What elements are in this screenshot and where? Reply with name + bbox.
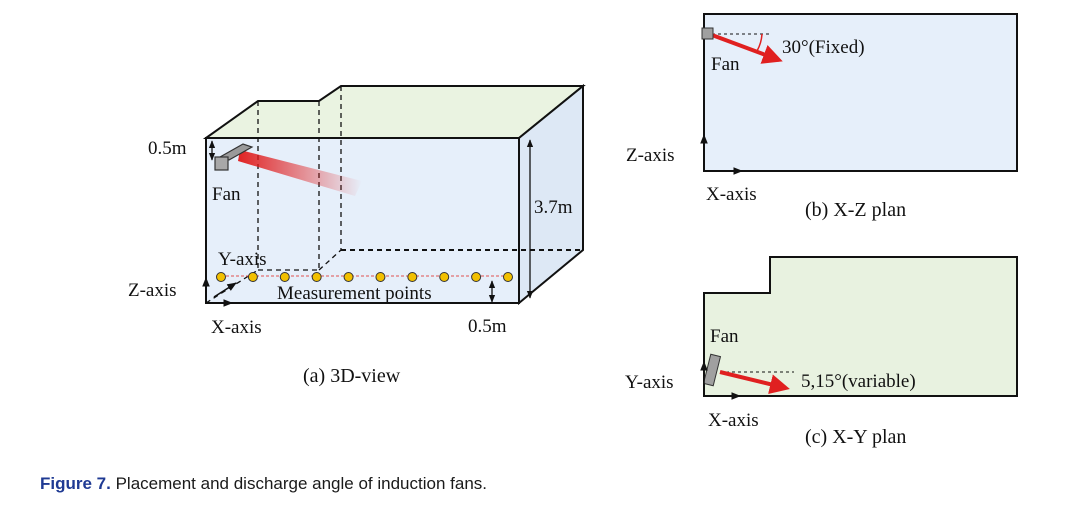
caption-3d-view: (a) 3D-view [303, 365, 401, 387]
xz-z-axis-label: Z-axis [626, 145, 675, 166]
measurement-point [407, 272, 418, 282]
fan-jet [238, 150, 362, 196]
figure-caption-label: Figure 7. [40, 474, 111, 493]
measurement-point [216, 272, 226, 282]
height-label: 3.7m [534, 197, 573, 218]
caption-xz-plan: (b) X-Z plan [805, 199, 906, 221]
measurement-point [343, 272, 354, 282]
measurement-points [216, 272, 513, 282]
y-axis-label-3d: Y-axis [218, 249, 267, 270]
fan-head [214, 156, 229, 171]
measurement-point [439, 272, 450, 282]
fan-label-3d: Fan [212, 184, 241, 205]
xz-room [703, 13, 1018, 172]
measurement-point [503, 272, 513, 282]
measurement-points-label: Measurement points [277, 283, 432, 304]
box-top-face [202, 85, 586, 139]
xy-discharge-arrow [719, 370, 790, 394]
figure-caption: Figure 7. Placement and discharge angle … [40, 474, 487, 494]
xz-angle-label: 30°(Fixed) [782, 37, 865, 58]
panel-3d-view: 0.5m Fan 3.7m Y-axis Measurement points … [128, 83, 586, 387]
xz-fan-label: Fan [711, 54, 740, 75]
panel-xy-plan: Fan 5,15°(variable) Y-axis X-axis (c) X-… [625, 256, 1018, 448]
figure-caption-text: Placement and discharge angle of inducti… [110, 474, 487, 493]
bottom-offset-label: 0.5m [468, 316, 507, 337]
xy-x-axis-label: X-axis [708, 410, 759, 431]
y-axis-arrow-3d [213, 282, 237, 298]
xz-fan [701, 27, 714, 40]
xy-fan-label: Fan [710, 326, 739, 347]
measurement-point [375, 272, 386, 282]
xy-angle-label: 5,15°(variable) [801, 371, 916, 392]
measurement-point [311, 272, 322, 282]
x-axis-label-3d: X-axis [211, 317, 262, 338]
top-offset-label: 0.5m [148, 138, 187, 159]
measurement-point [247, 272, 258, 282]
panel-xz-plan: Fan 30°(Fixed) Z-axis X-axis (b) X-Z pla… [626, 13, 1018, 221]
caption-xy-plan: (c) X-Y plan [805, 426, 906, 448]
box-side-face [518, 83, 584, 306]
z-axis-label-3d: Z-axis [128, 280, 177, 301]
xy-y-axis-label: Y-axis [625, 372, 674, 393]
measurement-point [471, 272, 482, 282]
measurement-point [279, 272, 290, 282]
xz-x-axis-label: X-axis [706, 184, 757, 205]
xz-discharge-arrow [711, 33, 783, 64]
